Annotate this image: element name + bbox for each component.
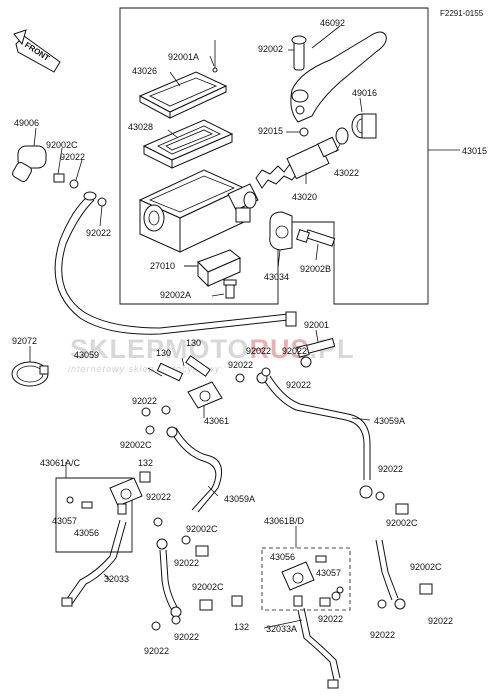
bolt-92002a-bottom bbox=[223, 279, 237, 299]
label-92022-lm: 92022 bbox=[146, 492, 171, 502]
label-92001: 92001 bbox=[304, 320, 329, 330]
nut-92015 bbox=[299, 127, 309, 137]
label-132-b: 132 bbox=[234, 622, 249, 632]
label-43059a-right: 43059A bbox=[374, 416, 405, 426]
label-49016: 49016 bbox=[352, 88, 377, 98]
label-92022-rb2: 92022 bbox=[428, 616, 453, 626]
label-43057-right: 43057 bbox=[316, 568, 341, 578]
label-43022: 43022 bbox=[334, 168, 359, 178]
label-92072: 92072 bbox=[12, 336, 37, 346]
label-130-b: 130 bbox=[186, 338, 201, 348]
banjo-cover bbox=[12, 145, 47, 182]
label-92015: 92015 bbox=[258, 126, 283, 136]
label-92022-m2: 92022 bbox=[282, 346, 307, 356]
label-43056-right: 43056 bbox=[270, 552, 295, 562]
label-92022-mb: 92022 bbox=[318, 614, 343, 624]
washer-left-2 bbox=[97, 197, 107, 207]
hose-43059a-right bbox=[256, 372, 373, 499]
label-43028: 43028 bbox=[128, 122, 153, 132]
label-92022-r1: 92022 bbox=[378, 464, 403, 474]
label-92002c-lb: 92002C bbox=[192, 582, 224, 592]
label-92002c-r2: 92002C bbox=[410, 562, 442, 572]
callout-labels: 46092 92001A 43026 92002 43028 49016 920… bbox=[12, 18, 487, 656]
master-cylinder-body bbox=[138, 169, 259, 253]
brake-lever bbox=[290, 31, 387, 123]
label-27010: 27010 bbox=[150, 261, 175, 271]
hose-32033 bbox=[61, 519, 127, 607]
label-92022-mm: 92022 bbox=[174, 558, 199, 568]
label-92022-rb1: 92022 bbox=[370, 630, 395, 640]
hose-43059a-middle bbox=[166, 426, 223, 513]
hose-lower-right bbox=[375, 539, 406, 610]
bolt-92002b bbox=[296, 229, 336, 247]
label-43057-left: 43057 bbox=[52, 516, 77, 526]
joint-bd bbox=[281, 555, 344, 607]
label-49006: 49006 bbox=[14, 118, 39, 128]
brake-joint bbox=[141, 355, 223, 417]
hose-clamp bbox=[11, 361, 49, 387]
lever-holder bbox=[269, 211, 293, 251]
label-43061: 43061 bbox=[204, 416, 229, 426]
label-132-a: 132 bbox=[138, 458, 153, 468]
label-43056-left: 43056 bbox=[74, 528, 99, 538]
bolt-92002c-left bbox=[53, 173, 65, 183]
label-92002c-mid: 92002C bbox=[120, 440, 152, 450]
label-92002c-r1: 92002C bbox=[386, 518, 418, 528]
label-92022-m4: 92022 bbox=[286, 380, 311, 390]
bolt-92001 bbox=[296, 337, 336, 358]
label-43059a-mid: 43059A bbox=[224, 494, 255, 504]
label-92002c-left: 92002C bbox=[46, 140, 78, 150]
hose-lower-mid bbox=[156, 538, 182, 618]
label-43061ac: 43061A/C bbox=[40, 458, 81, 468]
label-92002a-bottom: 92002A bbox=[160, 290, 191, 300]
label-32033: 32033 bbox=[104, 574, 129, 584]
circlip bbox=[335, 127, 349, 145]
diagram-code: F2291-0155 bbox=[440, 9, 484, 18]
front-arrow: FRONT bbox=[13, 29, 61, 73]
label-43059: 43059 bbox=[74, 350, 99, 360]
label-92002-top: 92002 bbox=[258, 44, 283, 54]
watermark: SKLEPMOTORUS.PL internetowy sklep motocy… bbox=[68, 334, 354, 374]
label-43061bd: 43061B/D bbox=[264, 516, 305, 526]
label-92022-m3: 92022 bbox=[228, 360, 253, 370]
master-cylinder-frame bbox=[119, 7, 429, 305]
joint-bd-frame bbox=[261, 547, 351, 611]
label-32033a: 32033A bbox=[266, 624, 297, 634]
hose-32033a bbox=[297, 607, 341, 689]
label-43020: 43020 bbox=[292, 192, 317, 202]
label-92022-m5: 92022 bbox=[132, 396, 157, 406]
label-130-a: 130 bbox=[156, 348, 171, 358]
label-92001a: 92001A bbox=[168, 52, 199, 62]
watermark-subtitle: internetowy sklep motocyklowy bbox=[68, 364, 221, 374]
label-92022-lb1: 92022 bbox=[144, 646, 169, 656]
label-46092: 46092 bbox=[320, 18, 345, 28]
hardware bbox=[139, 356, 433, 631]
label-92022-left-1: 92022 bbox=[60, 152, 85, 162]
hose-43059 bbox=[54, 191, 297, 335]
brake-switch bbox=[184, 249, 241, 288]
leader-lines bbox=[29, 25, 371, 629]
label-92022-lb2: 92022 bbox=[174, 632, 199, 642]
label-43034: 43034 bbox=[264, 272, 289, 282]
label-43026: 43026 bbox=[132, 66, 157, 76]
diaphragm bbox=[142, 119, 234, 169]
dust-boot bbox=[351, 113, 377, 139]
joint-ac bbox=[66, 477, 143, 515]
label-92022-left-2: 92022 bbox=[86, 228, 111, 238]
piston-assembly bbox=[255, 136, 339, 189]
reservoir-cap bbox=[138, 40, 228, 119]
label-92002c-mm: 92002C bbox=[186, 524, 218, 534]
label-92022-m1: 92022 bbox=[246, 346, 271, 356]
washer-left-1 bbox=[69, 179, 79, 189]
label-92002b: 92002B bbox=[300, 264, 331, 274]
joint-ac-frame bbox=[55, 477, 133, 553]
label-43015: 43015 bbox=[462, 146, 487, 156]
